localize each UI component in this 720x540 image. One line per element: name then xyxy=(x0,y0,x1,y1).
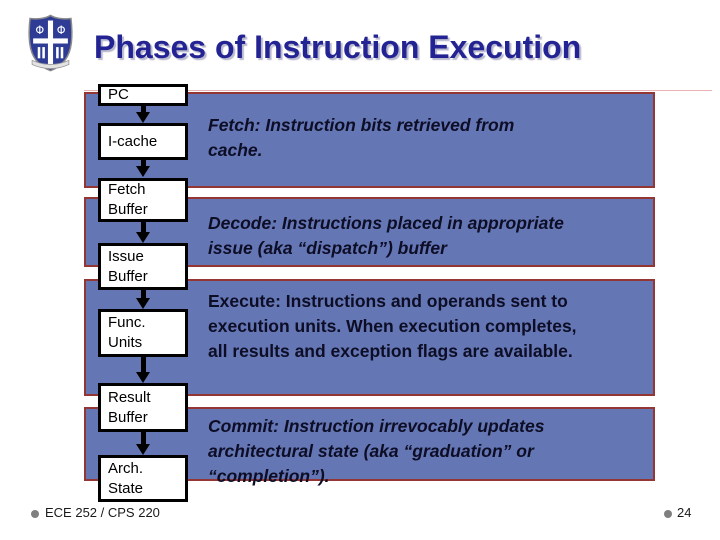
flow-arrow-shaft xyxy=(141,430,146,444)
flow-arrow-down-icon xyxy=(136,444,150,455)
flow-arrow-shaft xyxy=(141,220,146,232)
flow-box-label: I-cache xyxy=(108,132,158,150)
flow-box-label: Issue Buffer xyxy=(108,247,148,285)
phase-text-fetch: Fetch: Instruction bits retrieved from c… xyxy=(208,115,515,160)
header-divider-line xyxy=(84,90,712,91)
flow-box-label: PC xyxy=(108,86,129,103)
footer-bullet-icon xyxy=(664,510,672,518)
flow-box-func-units: Func. Units xyxy=(98,309,188,357)
phase-text-execute: Execute: Instructions and operands sent … xyxy=(208,291,577,361)
footer-bullet-icon xyxy=(31,510,39,518)
slide-title: Phases of Instruction Execution xyxy=(94,29,582,65)
flow-box-label: Arch. State xyxy=(108,459,144,497)
flow-box-result-buffer: Result Buffer xyxy=(98,383,188,432)
flow-arrow-down-icon xyxy=(136,166,150,177)
flow-box-pc: PC xyxy=(98,84,188,106)
flow-box-label: Result Buffer xyxy=(108,388,151,426)
flow-arrow-shaft xyxy=(141,288,146,298)
flow-box-issue-buffer: Issue Buffer xyxy=(98,243,188,290)
svg-text:Φ: Φ xyxy=(57,24,66,37)
flow-box-arch-state: Arch. State xyxy=(98,455,188,502)
flow-arrow-down-icon xyxy=(136,372,150,383)
phase-text-commit: Commit: Instruction irrevocably updates … xyxy=(208,416,545,486)
footer-course-label: ECE 252 / CPS 220 xyxy=(45,505,160,520)
flow-box-fetch-buffer: Fetch Buffer xyxy=(98,178,188,222)
flow-arrow-down-icon xyxy=(136,112,150,123)
university-crest-icon: Φ Φ xyxy=(28,14,73,72)
flow-arrow-shaft xyxy=(141,355,146,372)
slide-number: 24 xyxy=(677,505,692,520)
flow-arrow-down-icon xyxy=(136,298,150,309)
flow-arrow-shaft xyxy=(141,158,146,166)
flow-box-label: Func. Units xyxy=(108,314,146,351)
svg-text:Φ: Φ xyxy=(35,24,44,37)
phase-text-decode: Decode: Instructions placed in appropria… xyxy=(208,213,564,258)
flow-arrow-down-icon xyxy=(136,232,150,243)
flow-arrow-shaft xyxy=(141,104,146,112)
flow-box-icache: I-cache xyxy=(98,123,188,160)
flow-box-label: Fetch Buffer xyxy=(108,181,148,218)
